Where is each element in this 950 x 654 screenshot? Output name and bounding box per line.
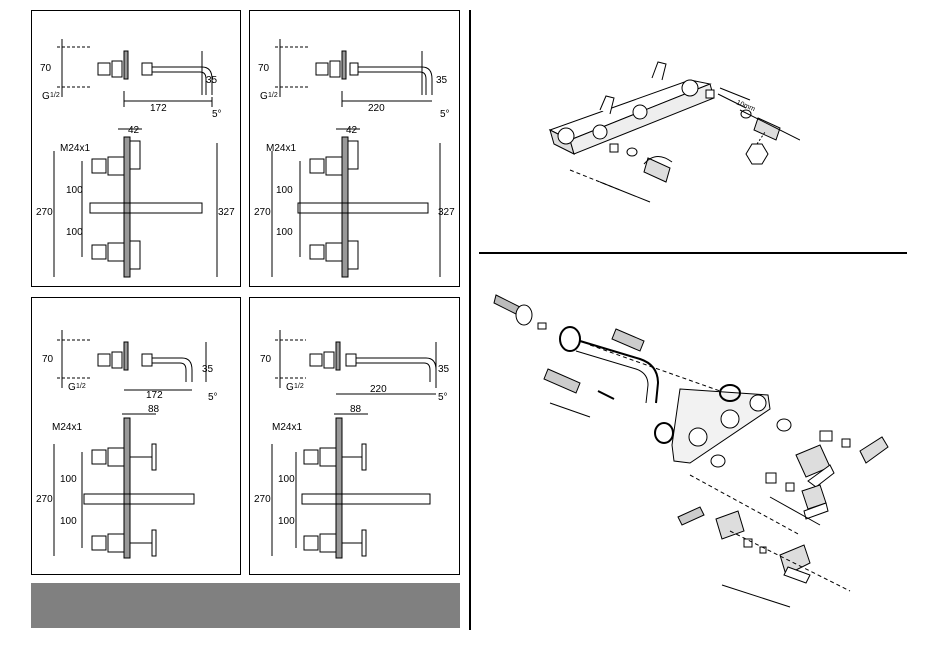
dim-spacing-bottom: 100: [276, 227, 293, 238]
dimension-panel-top-right: 70 G 1/2 35 220 5° M24x1 42 100 270 100 …: [249, 10, 460, 287]
dim-spacing-bottom: 100: [60, 516, 77, 527]
dim-spacing-top: 100: [60, 474, 77, 485]
dim-total: 270: [36, 494, 53, 505]
dim-wall: 42: [346, 125, 358, 136]
dim-reach: 172: [146, 390, 163, 401]
dimension-drawing: 70 G 1/2 35 172 5° M24x1 88 100 270 100: [32, 298, 242, 576]
dim-height: 70: [258, 63, 270, 74]
dim-thread: G: [260, 91, 268, 102]
dim-height: 70: [42, 354, 54, 365]
vertical-divider: [469, 10, 471, 630]
dim-thread-frac: 1/2: [50, 92, 60, 99]
dimension-panel-bottom-left: 70 G 1/2 35 172 5° M24x1 88 100 270 100: [31, 297, 241, 575]
dim-spacing-top: 100: [278, 474, 295, 485]
dim-wall: 88: [148, 404, 160, 415]
dim-spacing-top: 100: [66, 185, 83, 196]
dim-thread: G: [286, 382, 294, 393]
dim-thread-frac: 1/2: [294, 383, 304, 390]
dim-total: 270: [36, 207, 53, 218]
dimension-panel-top-left: 70 G 1/2 35 172 5° M24x1 42 100 270 100 …: [31, 10, 241, 287]
dim-reach: 220: [368, 103, 385, 114]
dim-reach: 172: [150, 103, 167, 114]
dim-height: 70: [40, 63, 52, 74]
dim-cartridge: M24x1: [52, 422, 82, 433]
dim-wall: 88: [350, 404, 362, 415]
exploded-view-valve-body: 10mm: [540, 40, 800, 210]
dim-drop: 35: [438, 364, 450, 375]
dimension-drawing: 70 G 1/2 35 220 5° M24x1 42 100 270 100 …: [250, 11, 461, 288]
dim-total: 270: [254, 207, 271, 218]
dim-angle: 5°: [440, 109, 450, 120]
horizontal-divider: [479, 252, 907, 254]
dim-drop: 35: [202, 364, 214, 375]
dim-cartridge: M24x1: [60, 143, 90, 154]
dim-thread: G: [68, 382, 76, 393]
dim-thread: G: [42, 91, 50, 102]
dim-spacing-bottom: 100: [278, 516, 295, 527]
dim-drop: 35: [436, 75, 448, 86]
dim-reach: 220: [370, 384, 387, 395]
dim-drop: 35: [206, 75, 218, 86]
dimension-drawing: 70 G 1/2 35 172 5° M24x1 42 100 270 100 …: [32, 11, 242, 288]
dim-cartridge: M24x1: [272, 422, 302, 433]
dim-angle: 5°: [208, 392, 218, 403]
gray-footer-bar: [31, 583, 460, 628]
dim-angle: 5°: [438, 392, 448, 403]
dim-angle: 5°: [212, 109, 222, 120]
dim-overall: 327: [218, 207, 235, 218]
dim-spacing-bottom: 100: [66, 227, 83, 238]
dim-wall: 42: [128, 125, 140, 136]
exploded-view-trim-kit: [490, 285, 910, 615]
dimension-drawing: 70 G 1/2 35 220 5° M24x1 88 100 270 100: [250, 298, 461, 576]
dim-overall: 327: [438, 207, 455, 218]
dim-total: 270: [254, 494, 271, 505]
dim-thread-frac: 1/2: [268, 92, 278, 99]
dim-spacing-top: 100: [276, 185, 293, 196]
dimension-panel-bottom-right: 70 G 1/2 35 220 5° M24x1 88 100 270 100: [249, 297, 460, 575]
dim-cartridge: M24x1: [266, 143, 296, 154]
dim-thread-frac: 1/2: [76, 383, 86, 390]
dim-height: 70: [260, 354, 272, 365]
